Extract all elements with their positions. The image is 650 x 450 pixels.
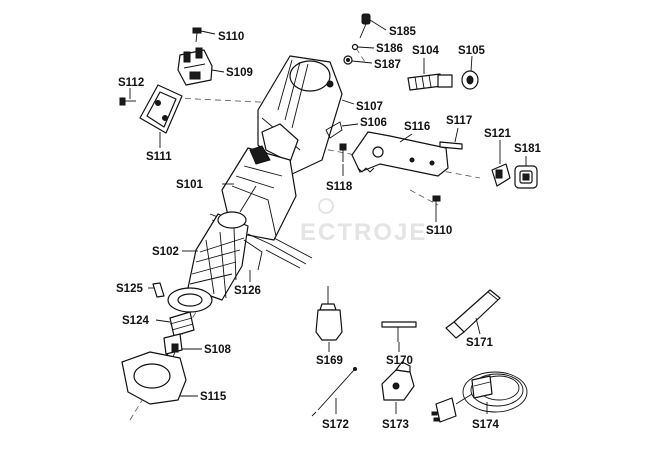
- label-s170: S170: [386, 355, 413, 367]
- part-s121-clip: [491, 163, 511, 187]
- label-s174: S174: [472, 419, 499, 431]
- part-s115-disc-guard: [121, 351, 187, 405]
- part-s185-screw: [359, 13, 371, 39]
- part-s171-grease-tube: [445, 289, 501, 339]
- part-s110-screw-top: [192, 27, 202, 43]
- part-s173-spanner: [381, 361, 415, 401]
- label-s126: S126: [234, 285, 261, 297]
- part-s181-lock: [514, 165, 538, 189]
- watermark-text: ECTROJE: [300, 219, 427, 246]
- part-s112-screw: [119, 97, 136, 106]
- part-s110-screw-bottom: [432, 195, 441, 212]
- label-s115: S115: [200, 391, 227, 403]
- part-s111-switch-plate: [139, 84, 183, 134]
- part-s109-switch: [177, 47, 213, 86]
- label-s107: S107: [356, 101, 383, 113]
- label-s121: S121: [484, 128, 511, 140]
- label-s185: S185: [389, 26, 416, 38]
- label-s118: S118: [326, 181, 353, 193]
- label-s105: S105: [458, 45, 485, 57]
- label-s109: S109: [226, 67, 253, 79]
- part-s126-fan: [243, 233, 271, 271]
- part-s187-nut: [343, 55, 353, 65]
- part-s169-grease-bottle: [315, 286, 343, 341]
- label-s186: S186: [376, 43, 403, 55]
- label-s171: S171: [466, 337, 493, 349]
- part-s104-brush-holder: [407, 73, 453, 91]
- leader-lines: [129, 19, 527, 414]
- label-s116: S116: [404, 121, 430, 133]
- label-s112: S112: [118, 77, 144, 89]
- part-s125-pin: [152, 282, 165, 298]
- label-s108: S108: [204, 344, 231, 356]
- watermark: ECTROJE: [300, 198, 427, 246]
- part-s105-cap: [461, 70, 479, 90]
- part-s118-screw: [339, 143, 347, 162]
- label-s125: S125: [116, 283, 143, 295]
- part-s174-power-cord: [431, 371, 528, 423]
- label-s117: S117: [446, 115, 472, 127]
- label-s104: S104: [412, 45, 439, 57]
- part-s186-washer: [351, 43, 359, 51]
- part-s172-cleaning-brush: [311, 367, 357, 417]
- label-s106: S106: [360, 117, 387, 129]
- part-s116-bracket: [351, 131, 449, 177]
- label-s110-top: S110: [218, 31, 244, 43]
- label-s102: S102: [152, 246, 179, 258]
- label-s124: S124: [122, 315, 149, 327]
- label-s101: S101: [176, 179, 203, 191]
- label-s110-bottom: S110: [426, 225, 452, 237]
- label-s187: S187: [374, 59, 401, 71]
- label-s173: S173: [382, 419, 409, 431]
- part-s170-key: [381, 321, 417, 342]
- part-s117-pin: [439, 141, 463, 150]
- part-labels: S110 S109 S112 S111 S185 S186 S187 S104 …: [116, 26, 541, 431]
- label-s181: S181: [514, 143, 541, 155]
- label-s169: S169: [316, 355, 343, 367]
- part-s102-armature: [187, 185, 257, 301]
- part-s106-brush-spring: [325, 121, 343, 139]
- label-s172: S172: [322, 419, 349, 431]
- label-s111: S111: [146, 151, 172, 163]
